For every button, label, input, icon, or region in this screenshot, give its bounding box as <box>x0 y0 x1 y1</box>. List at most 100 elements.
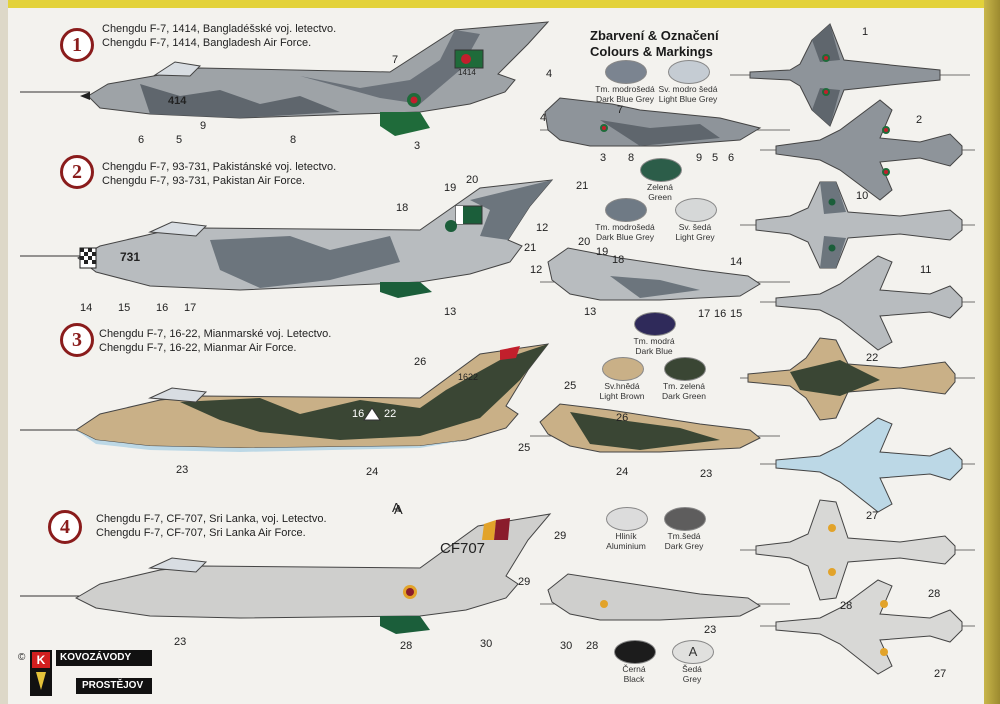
callout-s2-1: 20 <box>466 174 479 186</box>
sheet-left-edge <box>0 0 8 704</box>
scheme-3-top-view <box>740 337 975 421</box>
callout-s2-11: 20 <box>578 236 591 248</box>
scheme-1-fin-serial: 1414 <box>458 68 476 77</box>
scheme-3-caption-cz: Chengdu F-7, 16-22, Mianmarské voj. Lete… <box>99 328 332 340</box>
callout-s2-12: 19 <box>596 246 609 258</box>
callout-s4-5: 29 <box>518 576 531 588</box>
callout-s2-17: 16 <box>714 308 727 320</box>
scheme-1-side-view <box>20 21 550 136</box>
callout-s2-0: 19 <box>444 182 457 194</box>
scheme-4-small-side-view <box>540 573 790 621</box>
callout-s1-8: 4 <box>540 112 547 124</box>
scheme-1-nose-code: 414 <box>168 95 187 107</box>
callout-s1-10: 8 <box>628 152 635 164</box>
callout-s1-3: 5 <box>176 134 183 146</box>
callout-s4-7: 28 <box>586 640 599 652</box>
callout-s2-3: 18 <box>396 202 409 214</box>
callout-s2-16: 17 <box>698 308 711 320</box>
callout-s3-1: 25 <box>564 380 577 392</box>
scheme-1-badge: 1 <box>60 28 94 62</box>
callout-s4-11: 28 <box>928 588 941 600</box>
callout-s1-9: 3 <box>600 152 607 164</box>
scheme-1-bottom-view <box>760 99 975 201</box>
swatch-green <box>640 158 682 182</box>
callout-s1-11: 9 <box>696 152 703 164</box>
scheme-4-letter: A <box>394 502 403 517</box>
scheme-3-bottom-view <box>760 417 975 513</box>
scheme-3-code-b: 22 <box>384 408 397 420</box>
scheme-2-small-side-view <box>540 247 790 301</box>
callout-s2-4: 12 <box>536 222 549 234</box>
scheme-2-bottom-view <box>760 255 975 351</box>
swatch-light-brown <box>602 357 644 381</box>
logo-copyright: © <box>18 652 26 663</box>
scheme-4-caption-cz: Chengdu F-7, CF-707, Sri Lanka, voj. Let… <box>96 513 327 525</box>
swatch-grey-letter: A <box>688 644 698 659</box>
callout-s1-5: 8 <box>290 134 297 146</box>
scheme-4-serial: CF707 <box>440 540 486 557</box>
callout-s1-12: 5 <box>712 152 719 164</box>
callout-s2-21: 11 <box>920 264 932 276</box>
callout-s2-13: 18 <box>612 254 625 266</box>
callout-s4-10: 28 <box>840 600 853 612</box>
swatch-grey: A <box>672 640 714 664</box>
callout-s1-1: 4 <box>546 68 553 80</box>
callout-s4-0: A <box>392 500 401 515</box>
callout-s2-7: 16 <box>156 302 169 314</box>
callout-s1-7: 7 <box>617 104 624 116</box>
scheme-1-caption-en: Chengdu F-7, 1414, Bangladesh Air Force. <box>102 37 312 49</box>
swatch-dark-grey <box>664 507 706 531</box>
callout-s1-15: 2 <box>916 114 923 126</box>
callout-s4-2: 23 <box>174 636 187 648</box>
colours-title-cz: Zbarvení & Označení <box>590 28 719 43</box>
logo-line2: PROSTĚJOV <box>76 678 152 694</box>
logo-mark: K <box>30 650 52 696</box>
callout-s1-13: 6 <box>728 152 735 164</box>
scheme-2-top-view <box>740 181 975 269</box>
scheme-4-side-view <box>20 513 552 634</box>
callout-s2-8: 17 <box>184 302 197 314</box>
scheme-3-code-a: 16 <box>352 408 365 420</box>
callout-s3-8: 22 <box>866 352 879 364</box>
scheme-3-side-view <box>20 343 550 452</box>
scheme-4-caption-en: Chengdu F-7, CF-707, Sri Lanka Air Force… <box>96 527 306 539</box>
callout-s2-15: 13 <box>584 306 597 318</box>
swatch-light-grey <box>675 198 717 222</box>
callout-s4-3: 28 <box>400 640 413 652</box>
callout-s2-10: 21 <box>524 242 537 254</box>
callout-s1-14: 1 <box>862 26 869 38</box>
scheme-1-top-view <box>730 23 970 127</box>
callout-s2-5: 14 <box>80 302 93 314</box>
scheme-2-side-view <box>20 179 554 298</box>
scheme-3-caption-en: Chengdu F-7, 16-22, Mianmar Air Force. <box>99 342 297 354</box>
callout-s1-2: 6 <box>138 134 145 146</box>
callout-s3-5: 25 <box>518 442 531 454</box>
callout-s3-2: 23 <box>176 464 189 476</box>
callout-s1-6: 3 <box>414 140 421 152</box>
callout-s2-18: 15 <box>730 308 743 320</box>
callout-s4-12: 27 <box>934 668 947 680</box>
swatch-dark-blue-grey-2 <box>605 198 647 222</box>
callout-s4-6: 30 <box>560 640 573 652</box>
scheme-2-nose-serial: 731 <box>120 250 141 264</box>
callout-s2-14: 12 <box>530 264 543 276</box>
callout-s4-8: 23 <box>704 624 717 636</box>
swatch-dark-blue <box>634 312 676 336</box>
callout-s4-9: 27 <box>866 510 879 522</box>
callout-s4-4: 30 <box>480 638 493 650</box>
callout-s3-6: 24 <box>616 466 629 478</box>
callout-s2-19: 14 <box>730 256 743 268</box>
callout-s3-0: 26 <box>414 356 427 368</box>
scheme-1-caption-cz: Chengdu F-7, 1414, Bangladéšské voj. let… <box>102 23 337 35</box>
callout-s4-1: 29 <box>554 530 567 542</box>
